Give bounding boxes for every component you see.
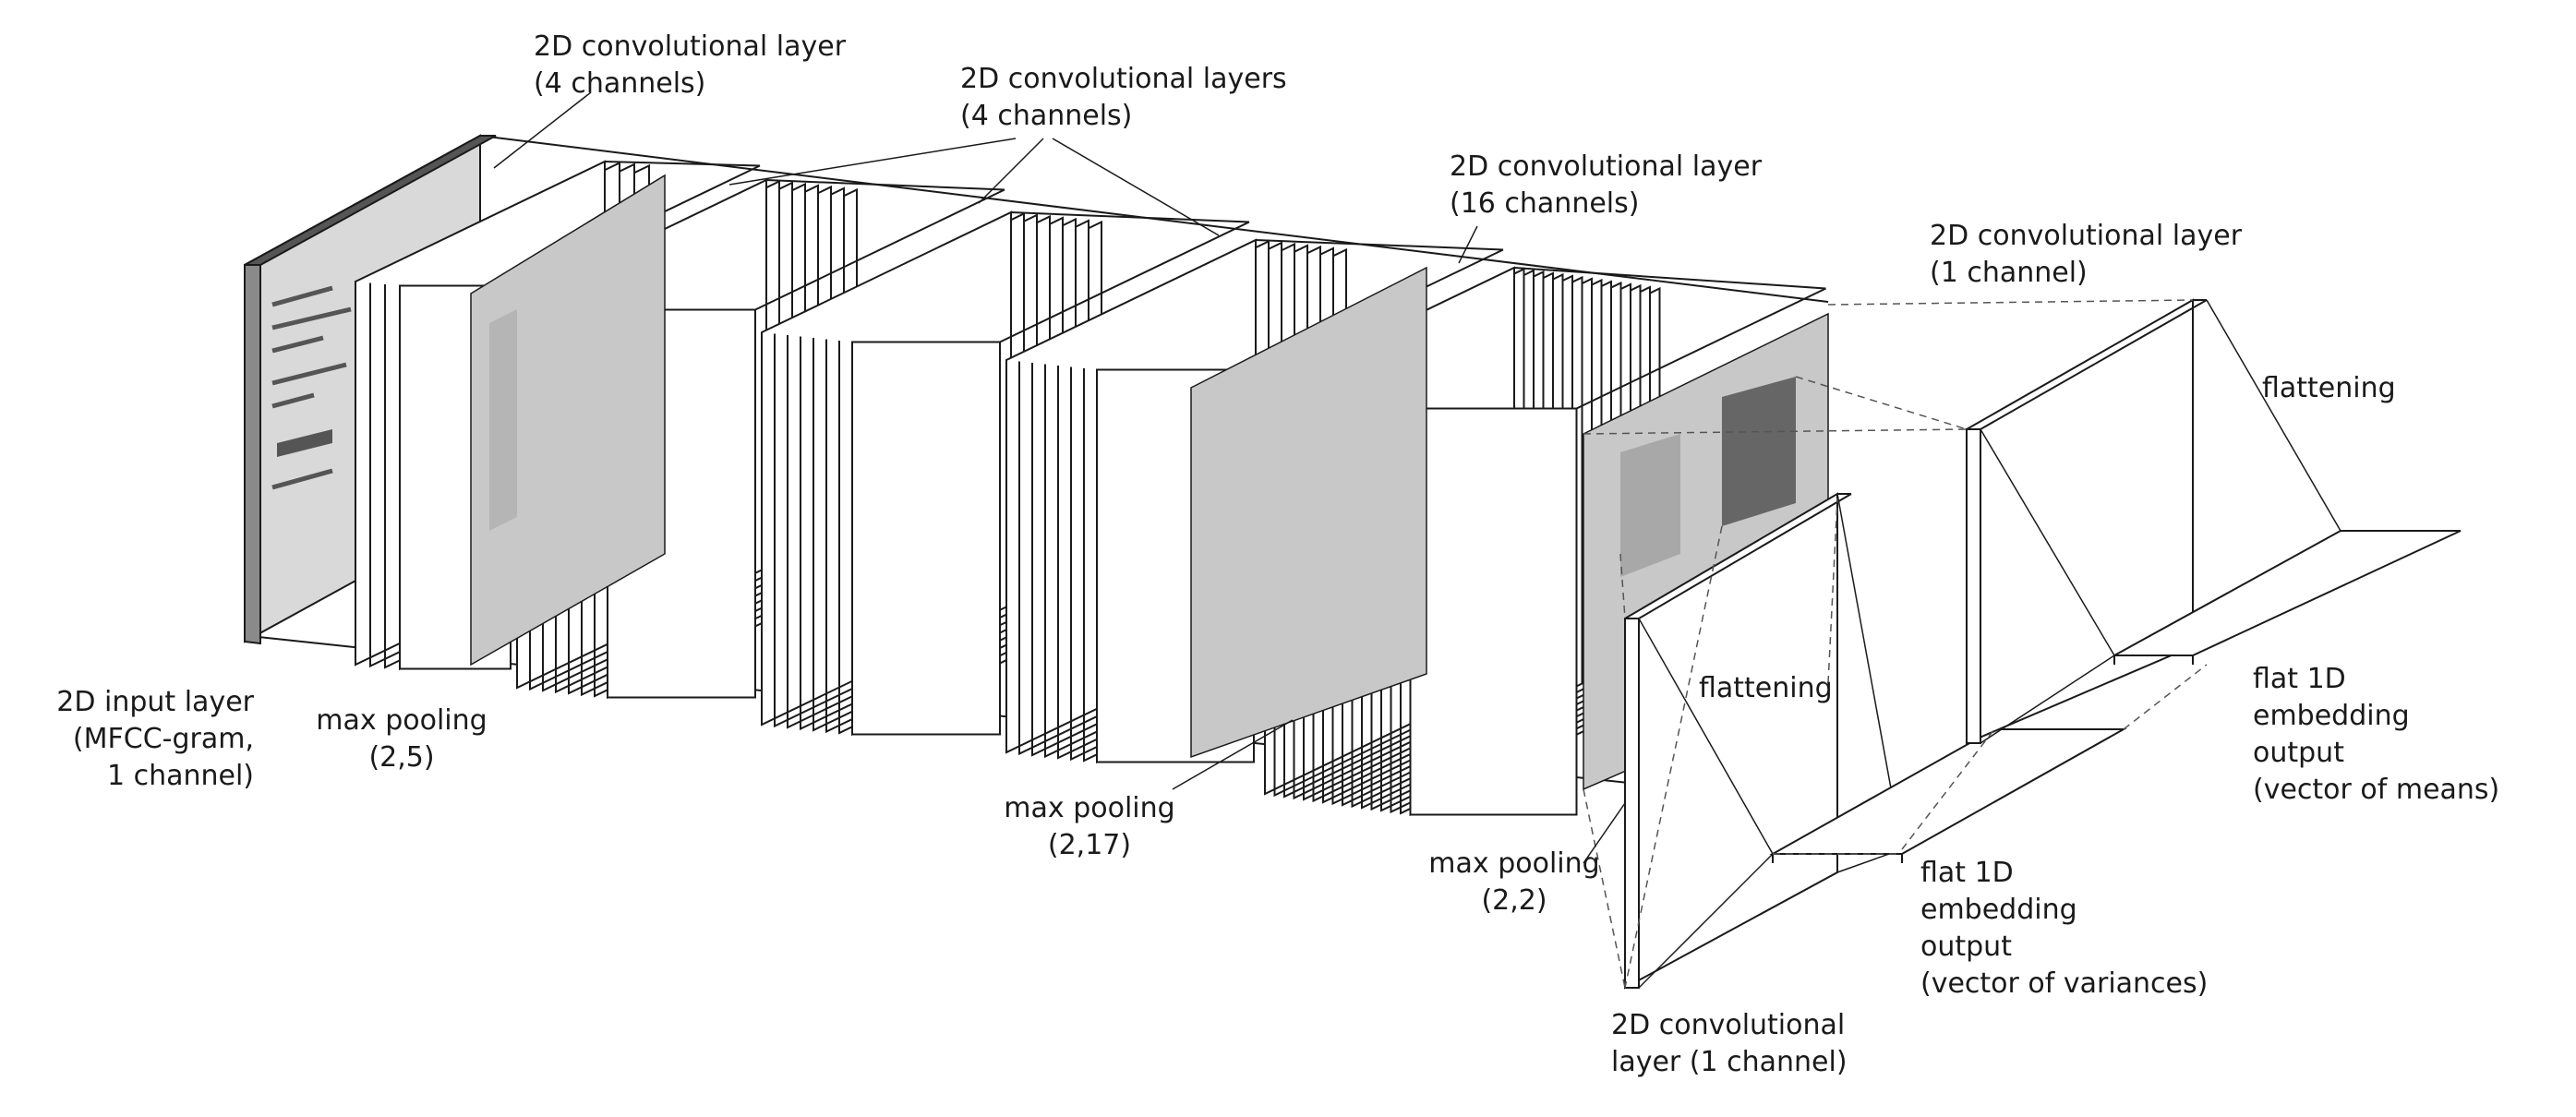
pool3-square-light xyxy=(1620,434,1680,577)
svg-text:max pooling: max pooling xyxy=(1004,792,1174,824)
leader-lines xyxy=(493,91,1626,864)
label-conv-top: 2D convolutional layer (4 channels) xyxy=(534,30,847,100)
label-conv16: 2D convolutional layer (16 channels) xyxy=(1450,150,1763,220)
svg-text:2D convolutional layer: 2D convolutional layer xyxy=(1930,220,2243,252)
svg-text:(2,17): (2,17) xyxy=(1048,829,1131,861)
label-conv-lower: 2D convolutional layer (1 channel) xyxy=(1611,1009,1848,1078)
label-conv-upper: 2D convolutional layer (1 channel) xyxy=(1930,220,2243,289)
label-conv-mid: 2D convolutional layers (4 channels) xyxy=(960,63,1287,132)
stack-front-face xyxy=(851,341,1001,736)
svg-text:layer (1 channel): layer (1 channel) xyxy=(1611,1046,1848,1078)
svg-text:flat 1D: flat 1D xyxy=(2253,663,2346,695)
svg-text:(vector of variances): (vector of variances) xyxy=(1920,967,2208,1000)
svg-text:(4 channels): (4 channels) xyxy=(960,100,1132,132)
svg-text:embedding: embedding xyxy=(2253,700,2410,732)
label-out-lower: flat 1D embedding output (vector of vari… xyxy=(1920,857,2208,1000)
svg-text:max pooling: max pooling xyxy=(1428,847,1599,880)
stack-side-edge xyxy=(1576,287,1826,410)
svg-text:max pooling: max pooling xyxy=(316,704,487,737)
svg-text:2D convolutional layers: 2D convolutional layers xyxy=(960,63,1287,95)
stack-side-edge xyxy=(754,188,1005,311)
svg-text:2D convolutional: 2D convolutional xyxy=(1611,1009,1845,1041)
stack-top-edge xyxy=(604,161,761,167)
label-flatten-lower: flattening xyxy=(1699,672,1833,704)
flatten-lines-upper xyxy=(1980,299,2341,744)
svg-text:(2,2): (2,2) xyxy=(1481,884,1547,917)
stack-side-edge xyxy=(999,221,1250,343)
pool3-square-dark xyxy=(1722,377,1796,526)
label-flatten-upper: flattening xyxy=(2262,372,2396,404)
conv-1ch-upper xyxy=(1966,298,2208,745)
mfcc-stripes xyxy=(271,285,352,490)
label-input-layer: 2D input layer (MFCC-gram, 1 channel) xyxy=(56,686,254,792)
label-out-upper: flat 1D embedding output (vector of mean… xyxy=(2253,663,2499,806)
pool-panel-1 xyxy=(470,174,666,667)
conv-stack-3 xyxy=(761,210,1250,737)
projection-lines xyxy=(1583,299,2208,989)
svg-text:(MFCC-gram,: (MFCC-gram, xyxy=(73,723,254,755)
svg-text:2D input layer: 2D input layer xyxy=(56,686,254,718)
stack-front-face xyxy=(1409,407,1578,816)
svg-text:(4 channels): (4 channels) xyxy=(534,67,705,100)
stack-top-edge xyxy=(1513,267,1826,290)
svg-text:2D convolutional layer: 2D convolutional layer xyxy=(534,30,847,63)
svg-text:output: output xyxy=(2253,737,2344,769)
svg-text:(16 channels): (16 channels) xyxy=(1450,187,1639,220)
pool-panel-2 xyxy=(1190,266,1427,759)
svg-text:(vector of means): (vector of means) xyxy=(2253,774,2499,806)
svg-text:flat 1D: flat 1D xyxy=(1920,857,2014,889)
label-pool2: max pooling (2,17) xyxy=(1004,792,1174,861)
svg-text:2D convolutional layer: 2D convolutional layer xyxy=(1450,150,1763,183)
svg-text:output: output xyxy=(1920,931,2012,963)
label-pool3: max pooling (2,2) xyxy=(1428,847,1599,917)
svg-text:(2,5): (2,5) xyxy=(368,741,434,774)
svg-text:embedding: embedding xyxy=(1920,894,2077,926)
svg-text:(1 channel): (1 channel) xyxy=(1930,257,2088,289)
svg-text:1 channel): 1 channel) xyxy=(107,760,254,792)
stack-top-edge xyxy=(1255,239,1504,251)
embedding-output-upper xyxy=(2113,530,2462,665)
stack-top-edge xyxy=(765,179,1005,191)
stack-top-edge xyxy=(1010,211,1250,223)
label-pool1: max pooling (2,5) xyxy=(316,704,487,774)
